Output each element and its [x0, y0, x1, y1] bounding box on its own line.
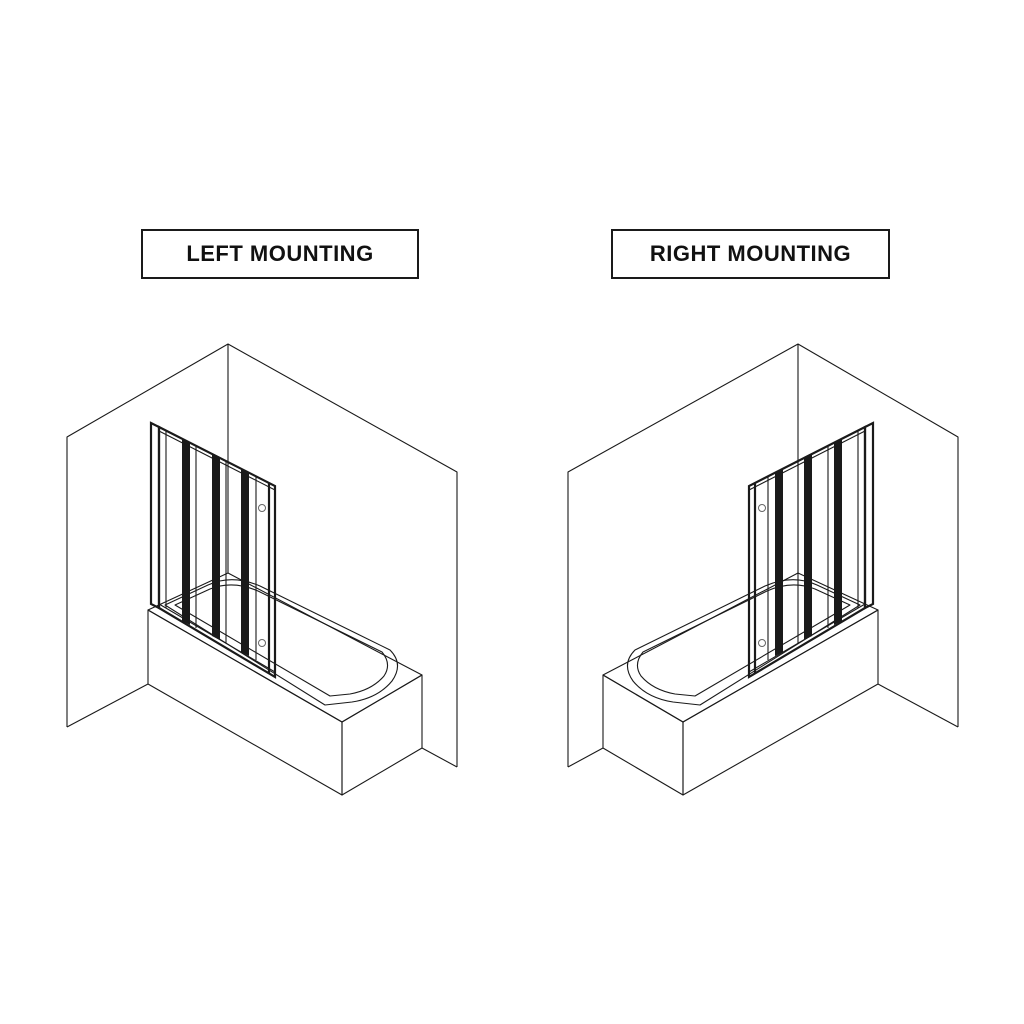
- right-walls: [567, 343, 959, 767]
- left-mounting-label: LEFT MOUNTING: [141, 229, 419, 279]
- right-mounting-illustration: [567, 343, 959, 796]
- left-folding-screen: [149, 421, 277, 679]
- right-folding-screen: [747, 421, 875, 679]
- right-bathtub: [567, 572, 959, 796]
- left-bathtub: [66, 572, 458, 796]
- left-mounting-illustration: [66, 343, 458, 796]
- right-mounting-label: RIGHT MOUNTING: [611, 229, 890, 279]
- left-walls: [66, 343, 458, 767]
